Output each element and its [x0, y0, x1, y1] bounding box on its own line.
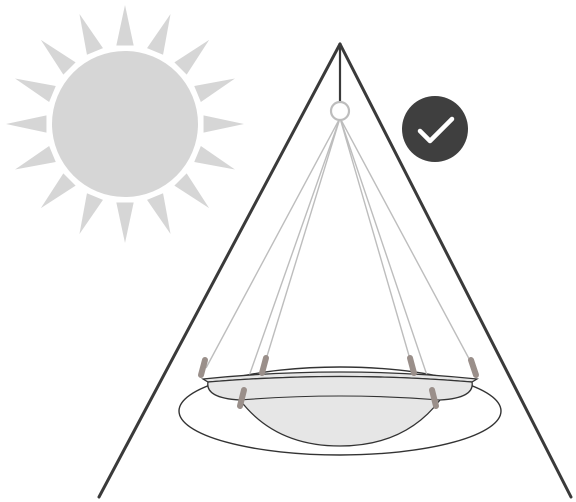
sun-ray	[174, 39, 210, 75]
rope	[205, 117, 341, 369]
rope-clip	[259, 355, 269, 376]
sun-ray	[40, 39, 76, 75]
floor-shadow	[178, 366, 502, 456]
rope-clip	[468, 357, 479, 378]
sun-icon	[6, 5, 244, 243]
sun-ray	[203, 115, 244, 133]
rope	[241, 117, 341, 397]
rope	[339, 117, 435, 397]
rope	[339, 117, 413, 367]
rope-clip	[429, 387, 439, 409]
sun-ray	[194, 146, 235, 170]
rope	[263, 117, 341, 367]
seat-bowl	[207, 375, 473, 447]
stand-frame	[97, 42, 573, 499]
rope-clips	[198, 355, 479, 409]
hanging-ring	[329, 100, 351, 122]
seat-edge	[239, 395, 441, 401]
sun-ray	[6, 115, 47, 133]
sun-ray	[147, 14, 171, 55]
frame-leg-right	[338, 42, 573, 499]
rope-clip	[407, 355, 417, 376]
sun-ray	[116, 5, 134, 46]
sun-ray	[79, 14, 103, 55]
sun-ray	[40, 173, 76, 209]
rope	[339, 117, 475, 369]
sun-ray	[15, 78, 56, 102]
sun-ray	[174, 173, 210, 209]
hanging-chair-icon	[97, 42, 573, 499]
sun-disc	[52, 51, 198, 197]
rope-clip	[237, 387, 247, 409]
sun-ray	[194, 78, 235, 102]
sun-ray	[116, 202, 134, 243]
sun-ray	[147, 193, 171, 234]
sun-rays	[6, 5, 244, 243]
checkmark-badge-circle	[402, 96, 468, 162]
rope-clip	[198, 357, 208, 378]
ropes	[205, 117, 475, 397]
sun-ray	[79, 193, 103, 234]
checkmark-badge	[402, 96, 468, 162]
frame-leg-left	[97, 42, 342, 499]
checkmark-icon	[417, 116, 455, 144]
sun-ray	[15, 146, 56, 170]
